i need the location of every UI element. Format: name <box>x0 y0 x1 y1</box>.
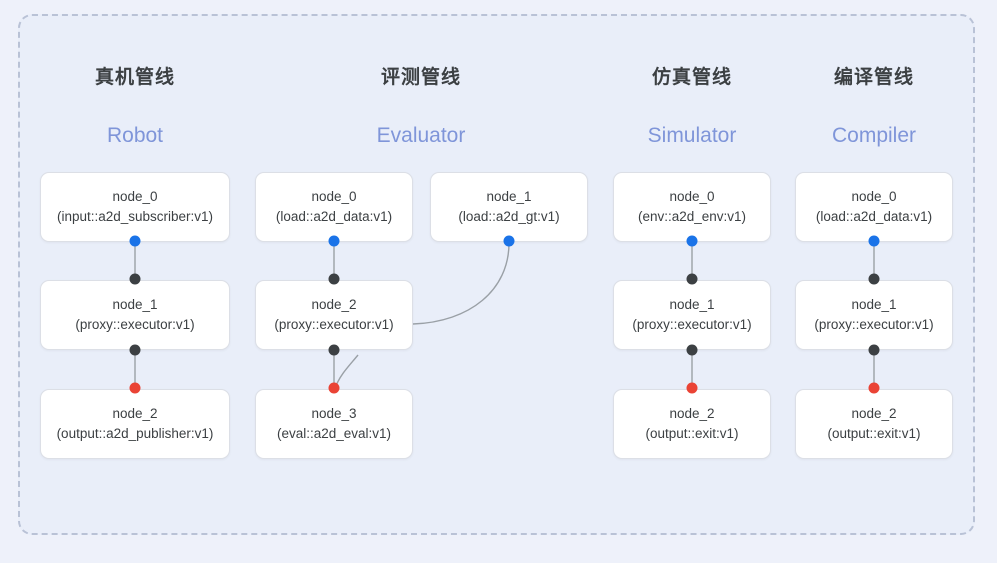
column-subtitle-simulator: Simulator <box>647 124 737 147</box>
port-sim-node-0-out[interactable] <box>686 235 698 247</box>
node-name: node_0 <box>112 189 158 205</box>
node-comp-node-2[interactable]: node_2 (output::exit:v1) <box>795 389 953 459</box>
node-type: (output::exit:v1) <box>827 426 921 441</box>
node-robot-node-2[interactable]: node_2 (output::a2d_publisher:v1) <box>40 389 230 459</box>
node-sim-node-0[interactable]: node_0 (env::a2d_env:v1) <box>613 172 771 242</box>
column-subtitle-evaluator: Evaluator <box>376 124 466 147</box>
node-type: (load::a2d_gt:v1) <box>458 209 560 224</box>
node-name: node_2 <box>851 406 897 422</box>
node-comp-node-0[interactable]: node_0 (load::a2d_data:v1) <box>795 172 953 242</box>
node-type: (proxy::executor:v1) <box>75 317 195 332</box>
node-name: node_1 <box>851 297 897 313</box>
node-type: (input::a2d_subscriber:v1) <box>56 209 214 224</box>
column-subtitle-robot: Robot <box>106 124 164 147</box>
node-eval-node-2[interactable]: node_2 (proxy::executor:v1) <box>255 280 413 350</box>
node-type: (proxy::executor:v1) <box>814 317 934 332</box>
port-robot-node-0-out[interactable] <box>129 235 141 247</box>
node-name: node_0 <box>311 189 357 205</box>
node-name: node_2 <box>112 406 158 422</box>
column-title-evaluator: 评测管线 <box>380 67 461 88</box>
node-name: node_1 <box>669 297 715 313</box>
node-type: (env::a2d_env:v1) <box>637 209 747 224</box>
port-robot-node-2-in[interactable] <box>129 382 141 394</box>
port-eval-node-2-in[interactable] <box>328 273 340 285</box>
node-name: node_1 <box>112 297 158 313</box>
node-type: (proxy::executor:v1) <box>274 317 394 332</box>
column-subtitle-compiler: Compiler <box>831 124 917 147</box>
node-robot-node-1[interactable]: node_1 (proxy::executor:v1) <box>40 280 230 350</box>
node-eval-node-0[interactable]: node_0 (load::a2d_data:v1) <box>255 172 413 242</box>
port-robot-node-1-in[interactable] <box>129 273 141 285</box>
node-name: node_0 <box>669 189 715 205</box>
port-eval-node-2-out[interactable] <box>328 344 340 356</box>
port-comp-node-1-in[interactable] <box>868 273 880 285</box>
port-sim-node-1-out[interactable] <box>686 344 698 356</box>
node-eval-node-1[interactable]: node_1 (load::a2d_gt:v1) <box>430 172 588 242</box>
port-eval-node-3-in[interactable] <box>328 382 340 394</box>
node-name: node_2 <box>311 297 357 313</box>
node-name: node_0 <box>851 189 897 205</box>
node-type: (output::exit:v1) <box>645 426 739 441</box>
node-type: (output::a2d_publisher:v1) <box>56 426 214 441</box>
column-title-compiler: 编译管线 <box>833 67 914 88</box>
node-type: (load::a2d_data:v1) <box>815 209 933 224</box>
node-type: (proxy::executor:v1) <box>632 317 752 332</box>
column-title-simulator: 仿真管线 <box>651 67 732 88</box>
port-comp-node-2-in[interactable] <box>868 382 880 394</box>
column-title-robot: 真机管线 <box>94 67 175 88</box>
port-comp-node-1-out[interactable] <box>868 344 880 356</box>
node-sim-node-1[interactable]: node_1 (proxy::executor:v1) <box>613 280 771 350</box>
node-eval-node-3[interactable]: node_3 (eval::a2d_eval:v1) <box>255 389 413 459</box>
node-sim-node-2[interactable]: node_2 (output::exit:v1) <box>613 389 771 459</box>
node-name: node_3 <box>311 406 357 422</box>
node-type: (load::a2d_data:v1) <box>275 209 393 224</box>
port-eval-node-1-out[interactable] <box>503 235 515 247</box>
port-eval-node-0-out[interactable] <box>328 235 340 247</box>
node-name: node_1 <box>486 189 532 205</box>
node-type: (eval::a2d_eval:v1) <box>276 426 392 441</box>
port-robot-node-1-out[interactable] <box>129 344 141 356</box>
node-name: node_2 <box>669 406 715 422</box>
node-robot-node-0[interactable]: node_0 (input::a2d_subscriber:v1) <box>40 172 230 242</box>
node-comp-node-1[interactable]: node_1 (proxy::executor:v1) <box>795 280 953 350</box>
port-sim-node-1-in[interactable] <box>686 273 698 285</box>
port-sim-node-2-in[interactable] <box>686 382 698 394</box>
port-comp-node-0-out[interactable] <box>868 235 880 247</box>
